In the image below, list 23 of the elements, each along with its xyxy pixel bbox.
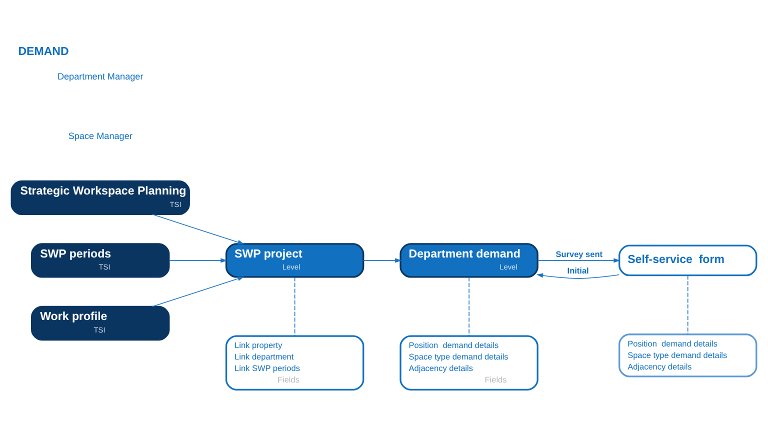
edge-label: Survey sent	[556, 250, 603, 259]
node-box: Department demand Level	[400, 242, 538, 278]
arrow	[152, 276, 244, 307]
node-box: SWP project Level	[225, 242, 364, 278]
arrow	[362, 258, 402, 262]
diagram-title: DEMAND	[18, 46, 69, 58]
node-box: SWP periods TSI	[31, 242, 170, 278]
node-box: Strategic Workspace Planning TSI	[10, 180, 190, 215]
node-box: Self-service form	[618, 244, 758, 276]
arrow	[536, 272, 620, 278]
node-box: Link property Link department Link SWP periods Fields	[225, 334, 364, 390]
node-box: Position demand details Space type demand details Adjacency details Fields	[400, 334, 538, 390]
connector	[294, 276, 296, 336]
connector	[687, 274, 688, 334]
connector	[468, 276, 470, 336]
label: Space Manager	[68, 130, 132, 140]
node-box: Position demand details Space type demand details Adjacency details	[618, 333, 758, 377]
arrow	[168, 258, 228, 262]
arrow	[537, 258, 620, 262]
edge-label: Initial	[567, 266, 589, 276]
arrow	[152, 213, 244, 244]
label: Department Manager	[57, 70, 144, 81]
node-box: Work profile TSI	[31, 305, 170, 340]
